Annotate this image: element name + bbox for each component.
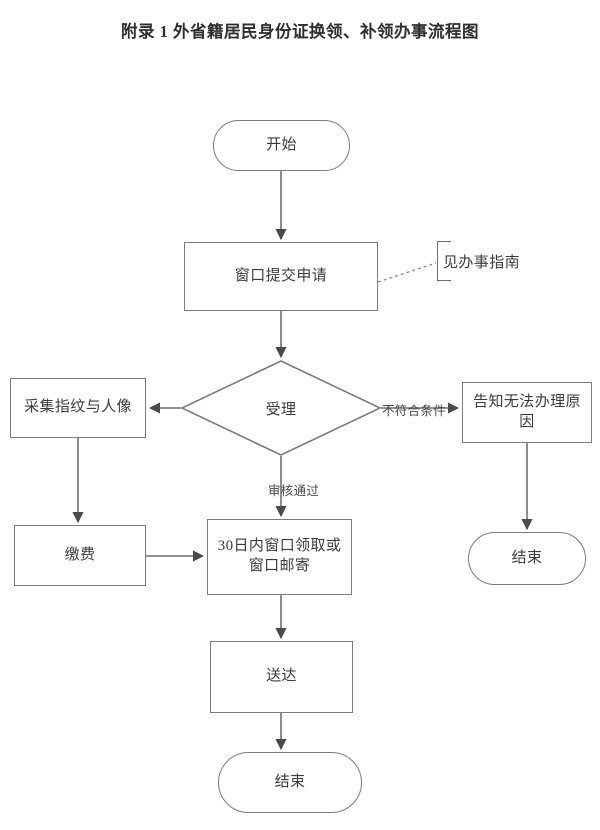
node-submit-application[interactable]: 窗口提交申请 (184, 242, 378, 311)
node-deliver-label: 送达 (266, 668, 297, 685)
node-inform-rejection-reason[interactable]: 告知无法办理原因 (462, 382, 592, 443)
node-start[interactable]: 开始 (213, 120, 350, 171)
edge-submit-to-guide (377, 262, 437, 283)
node-inform-rejection-reason-label: 告知无法办理原因 (473, 393, 581, 430)
node-collect-fingerprint-portrait[interactable]: 采集指纹与人像 (10, 378, 146, 438)
page-title: 附录 1 外省籍居民身份证换领、补领办事流程图 (121, 22, 479, 41)
node-pickup-or-mail[interactable]: 30日内窗口领取或 窗口邮寄 (207, 519, 352, 595)
node-decision-accept-label: 受理 (265, 401, 297, 418)
annotation-service-guide: 见办事指南 (437, 241, 547, 281)
node-end-bottom[interactable]: 结束 (218, 752, 362, 813)
node-start-label: 开始 (266, 136, 297, 153)
node-submit-application-label: 窗口提交申请 (234, 267, 328, 284)
bracket-top-edge (437, 241, 451, 242)
node-payment[interactable]: 缴费 (14, 525, 146, 586)
node-decision-accept[interactable]: 受理 (181, 360, 381, 456)
node-pickup-or-mail-label: 30日内窗口领取或 窗口邮寄 (217, 538, 342, 574)
edge-label-review-passed: 审核通过 (268, 484, 320, 498)
node-end-right-label: 结束 (511, 549, 543, 566)
bracket-bottom-edge (437, 280, 451, 281)
node-collect-fingerprint-portrait-label: 采集指纹与人像 (24, 399, 132, 416)
node-end-right[interactable]: 结束 (468, 532, 586, 585)
edge-label-not-qualified: 不符合条件 (382, 404, 447, 418)
node-deliver[interactable]: 送达 (210, 641, 353, 713)
diamond-shape (181, 360, 381, 456)
node-end-bottom-label: 结束 (274, 773, 306, 790)
node-payment-label: 缴费 (64, 546, 96, 563)
bracket-left-edge (437, 241, 438, 281)
annotation-service-guide-label: 见办事指南 (443, 254, 521, 271)
